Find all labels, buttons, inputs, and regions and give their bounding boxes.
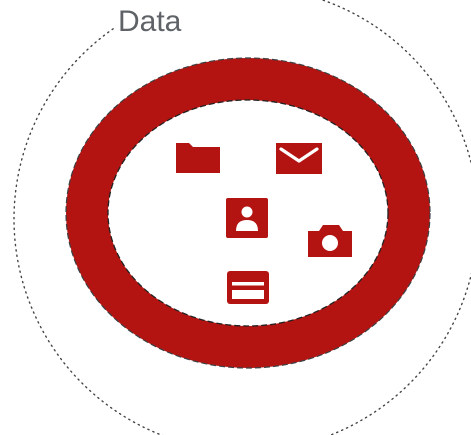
ring-inner-dashed-edge xyxy=(107,99,389,327)
folder-icon xyxy=(176,143,220,173)
credit-card-icon xyxy=(227,271,269,304)
mail-icon xyxy=(276,143,322,174)
camera-icon xyxy=(308,225,352,257)
title-backing xyxy=(114,0,200,40)
contact-card-icon xyxy=(226,198,268,238)
ring-outer-dashed-edge xyxy=(65,57,431,369)
red-ring xyxy=(66,58,430,368)
outer-dotted-boundary xyxy=(13,0,471,435)
diagram-title: Data xyxy=(118,5,182,38)
